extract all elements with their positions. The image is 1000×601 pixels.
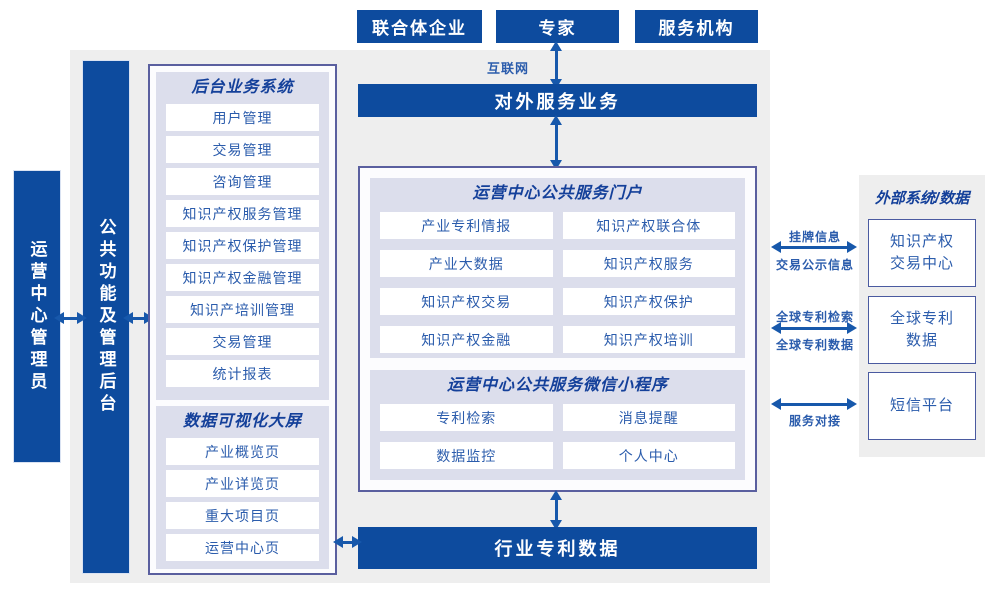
portal-title: 运营中心公共服务门户: [472, 185, 643, 202]
backoffice-item: 知识产权保护管理: [166, 232, 319, 259]
external-box-ip-trade-center: 知识产权交易中心: [868, 219, 976, 287]
portal-item: 知识产权联合体: [562, 212, 735, 239]
miniprogram-item: 数据监控: [380, 442, 553, 469]
backoffice-title: 后台业务系统: [191, 79, 294, 96]
dataviz-item: 运营中心页: [166, 534, 319, 561]
portal-panel: 运营中心公共服务门户 产业专利情报 知识产权联合体 产业大数据 知识产权服务 知…: [370, 178, 745, 358]
backoffice-item: 咨询管理: [166, 168, 319, 195]
backoffice-item: 知识产权服务管理: [166, 200, 319, 227]
actor-box-consortium-enterprise: 联合体企业: [357, 10, 482, 43]
miniprogram-item: 专利检索: [380, 404, 553, 431]
arrow-portal-to-ip-trade-center: [771, 241, 857, 253]
external-box-global-patent-data: 全球专利数据: [868, 296, 976, 364]
arrow-industry-data-to-dataviz: [333, 536, 362, 548]
backoffice-item: 用户管理: [166, 104, 319, 131]
global-patent-search-label: 全球专利检索: [775, 310, 854, 324]
actor-box-expert: 专家: [496, 10, 619, 43]
external-systems-title: 外部系统/数据: [874, 190, 970, 207]
arrow-center-to-industry-data: [550, 490, 562, 530]
dataviz-item: 产业详览页: [166, 470, 319, 497]
backoffice-item: 交易管理: [166, 136, 319, 163]
trade-publicity-info-label: 交易公示信息: [775, 258, 854, 272]
backoffice-item: 统计报表: [166, 360, 319, 387]
external-service-bar: 对外服务业务: [358, 84, 757, 117]
dataviz-title: 数据可视化大屏: [182, 413, 302, 430]
portal-item: 知识产权培训: [562, 326, 735, 353]
portal-item: 产业大数据: [380, 250, 553, 277]
left-column-box: 后台业务系统 用户管理 交易管理 咨询管理 知识产权服务管理 知识产权保护管理 …: [148, 64, 337, 575]
portal-item: 产业专利情报: [380, 212, 553, 239]
arrow-external-service-to-portal: [550, 115, 562, 170]
dataviz-item: 产业概览页: [166, 438, 319, 465]
internet-label: 互联网: [487, 61, 530, 76]
operation-admin-bar: 运营中心管理员: [13, 170, 61, 463]
arrow-portal-to-global-patent-data: [771, 322, 857, 334]
dataviz-item: 重大项目页: [166, 502, 319, 529]
arrow-portal-to-sms-platform: [771, 398, 857, 410]
miniprogram-item: 个人中心: [562, 442, 735, 469]
arrow-backend-to-backoffice: [123, 312, 154, 324]
miniprogram-title: 运营中心公共服务微信小程序: [446, 377, 668, 394]
backoffice-panel: 后台业务系统 用户管理 交易管理 咨询管理 知识产权服务管理 知识产权保护管理 …: [156, 72, 329, 400]
portal-item: 知识产权交易: [380, 288, 553, 315]
actor-box-service-agency: 服务机构: [635, 10, 758, 43]
portal-item: 知识产权金融: [380, 326, 553, 353]
service-connect-label: 服务对接: [788, 414, 841, 428]
miniprogram-panel: 运营中心公共服务微信小程序 专利检索 消息提醒 数据监控 个人中心: [370, 370, 745, 480]
backoffice-item: 交易管理: [166, 328, 319, 355]
operation-admin-label: 运营中心管理员: [27, 239, 47, 394]
industry-patent-data-bar: 行业专利数据: [358, 527, 757, 569]
backoffice-item: 知识产权金融管理: [166, 264, 319, 291]
dataviz-panel: 数据可视化大屏 产业概览页 产业详览页 重大项目页 运营中心页: [156, 406, 329, 569]
listing-info-label: 挂牌信息: [788, 230, 841, 244]
arrow-actors-to-external-service: [550, 41, 562, 89]
common-function-backend-label: 公共功能及管理后台: [96, 218, 116, 416]
portal-item: 知识产权服务: [562, 250, 735, 277]
backoffice-item: 知识产培训管理: [166, 296, 319, 323]
external-box-sms-platform: 短信平台: [868, 372, 976, 440]
miniprogram-item: 消息提醒: [562, 404, 735, 431]
arrow-admin-to-backend: [54, 312, 87, 324]
portal-item: 知识产权保护: [562, 288, 735, 315]
center-box: 运营中心公共服务门户 产业专利情报 知识产权联合体 产业大数据 知识产权服务 知…: [358, 166, 757, 492]
global-patent-data-label: 全球专利数据: [775, 338, 854, 352]
